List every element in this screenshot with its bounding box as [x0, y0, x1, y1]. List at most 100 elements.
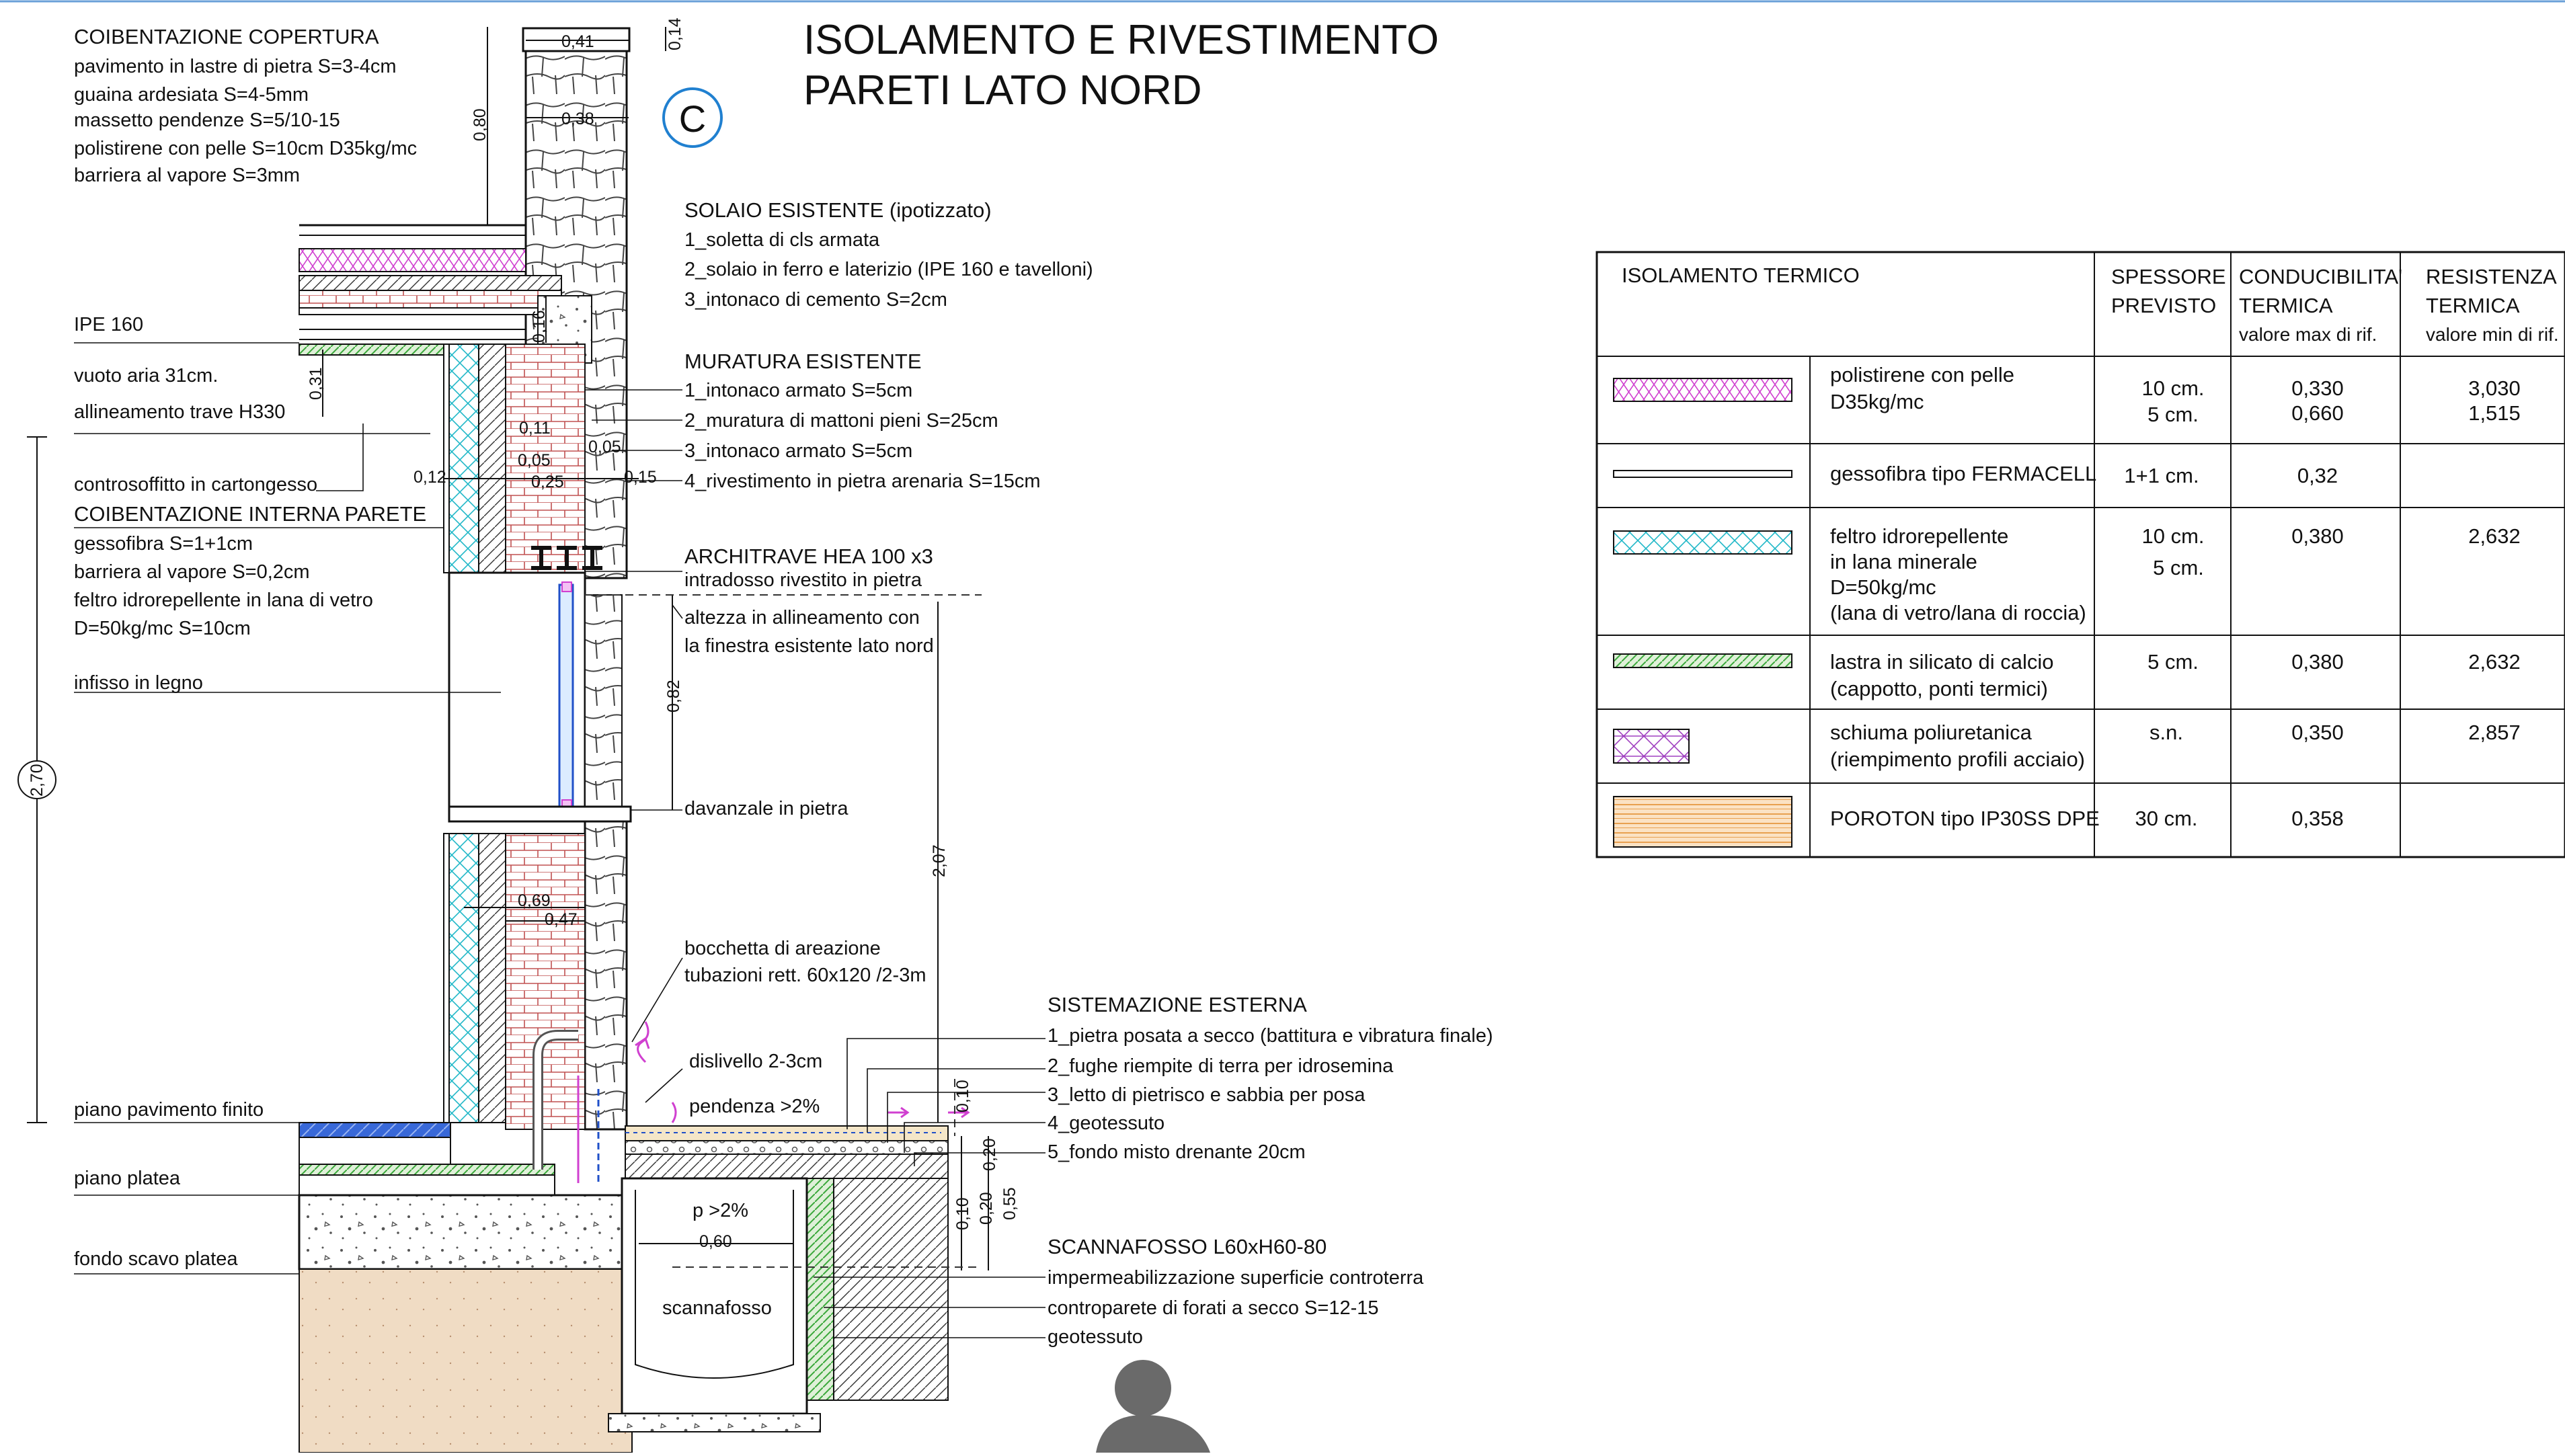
- excavation-note: fondo scavo platea: [74, 1248, 238, 1270]
- drain-note: geotessuto: [1048, 1326, 1143, 1348]
- table-cell-thickness: 5 cm.: [2147, 403, 2199, 426]
- slab-note: 3_intonaco di cemento S=2cm: [684, 289, 947, 311]
- dim-text: 0,10: [953, 1080, 972, 1113]
- floor-build-up: [298, 1030, 633, 1453]
- exterior-note: 3_letto di pietrisco e sabbia per posa: [1048, 1084, 1366, 1106]
- title-line-1: ISOLAMENTO E RIVESTIMENTO: [803, 17, 1439, 63]
- beam-alignment-note: allineamento trave H330: [74, 401, 285, 423]
- table-cell-material: (riempimento profili acciaio): [1830, 747, 2085, 771]
- stone-reveal: [584, 594, 623, 811]
- wall-note: D=50kg/mc S=10cm: [74, 618, 251, 639]
- table-cell-resistance: 2,632: [2468, 524, 2521, 548]
- dim-text: 2,70: [28, 764, 46, 797]
- table-cell-material: (lana di vetro/lana di roccia): [1830, 601, 2086, 624]
- table-cell-material: D35kg/mc: [1830, 390, 1924, 413]
- dim-text: 0,15: [624, 468, 657, 487]
- wall-note: feltro idrorepellente in lana di vetro: [74, 590, 373, 611]
- drain-note: impermeabilizzazione superficie controte…: [1048, 1267, 1424, 1289]
- dim-text: 0,14: [666, 17, 684, 50]
- roof-slab-tiles: [299, 290, 562, 309]
- wall-mineral-wool-lower: [448, 833, 479, 1123]
- table-cell-material: POROTON tipo IP30SS DPE: [1830, 807, 2100, 830]
- scannafosso-channel: [621, 1177, 808, 1415]
- table-cell-material: gessofibra tipo FERMACELL: [1830, 462, 2096, 485]
- lintel-note: intradosso rivestito in pietra: [684, 569, 922, 591]
- left-notes: COIBENTAZIONE COPERTURA pavimento in las…: [74, 25, 426, 1270]
- section-marker: [662, 87, 723, 148]
- masonry-notes-title: MURATURA ESISTENTE: [684, 350, 922, 373]
- air-gap-note: vuoto aria 31cm.: [74, 365, 218, 387]
- wall-section: [298, 27, 1210, 1453]
- roof-note: massetto pendenze S=5/10-15: [74, 110, 340, 131]
- dim-text: 0,47: [545, 910, 578, 929]
- exterior-works: [608, 1125, 949, 1432]
- height-note: la finestra esistente lato nord: [684, 635, 934, 657]
- dim-text: 0,25: [531, 473, 564, 491]
- hea-lintels: [531, 546, 602, 570]
- swatch-calcium-silicate: [1613, 653, 1792, 668]
- vent-note: bocchetta di areazione: [684, 938, 881, 959]
- table-cell-material: feltro idrorepellente: [1830, 524, 2008, 548]
- slab-notes-title: SOLAIO ESISTENTE (ipotizzato): [684, 198, 992, 222]
- dim-text: 0,05: [588, 438, 621, 456]
- roof-notes-title: COIBENTAZIONE COPERTURA: [74, 25, 379, 48]
- swatch-polystyrene: [1613, 378, 1792, 402]
- drain-notes-title: SCANNAFOSSO L60xH60-80: [1048, 1235, 1327, 1258]
- table-cell-resistance: 1,515: [2468, 401, 2521, 425]
- finished-floor-note: piano pavimento finito: [74, 1099, 264, 1121]
- table-cell-conductivity: 0,330: [2291, 376, 2344, 400]
- height-note: altezza in allineamento con: [684, 607, 920, 629]
- section-marker-label: C: [679, 97, 706, 140]
- dim-text: 0,16: [530, 310, 549, 343]
- table-cell-conductivity: 0,358: [2291, 807, 2344, 830]
- table-header-material: ISOLAMENTO TERMICO: [1622, 264, 1860, 287]
- foundation-slab: [298, 1194, 633, 1270]
- window-opening: [448, 571, 632, 823]
- masonry-note: 3_intonaco armato S=5cm: [684, 440, 912, 462]
- swatch-mineral-wool: [1613, 530, 1792, 555]
- drain-slope-label: p >2%: [693, 1200, 748, 1221]
- dim-text: 0,55: [1000, 1187, 1019, 1220]
- roof-polystyrene: [299, 248, 526, 272]
- table-cell-thickness: 30 cm.: [2135, 807, 2197, 830]
- slab-note: 2_solaio in ferro e laterizio (IPE 160 e…: [684, 259, 1093, 280]
- stone-sill: [448, 805, 632, 823]
- table-cell-conductivity: 0,350: [2291, 721, 2344, 744]
- table-cell-material: (cappotto, ponti termici): [1830, 677, 2048, 700]
- masonry-note: 4_rivestimento in pietra arenaria S=15cm: [684, 471, 1041, 492]
- table-cell-thickness: 5 cm.: [2153, 556, 2204, 579]
- sill-note: davanzale in pietra: [684, 798, 849, 819]
- masonry-note: 1_intonaco armato S=5cm: [684, 380, 912, 401]
- wall-notes-title: COIBENTAZIONE INTERNA PARETE: [74, 502, 426, 526]
- table-cell-material: lastra in silicato di calcio: [1830, 650, 2054, 674]
- swatch-gypsum-fiber: [1613, 470, 1792, 478]
- dimension-lines: [17, 27, 1045, 1338]
- exterior-note: 5_fondo misto drenante 20cm: [1048, 1141, 1306, 1163]
- table-header-resistance: RESISTENZA: [2426, 265, 2557, 288]
- window-frame-note: infisso in legno: [74, 672, 203, 694]
- dim-text: 0,82: [664, 680, 683, 713]
- roof-note: barriera al vapore S=3mm: [74, 165, 300, 186]
- wall-gypsum-upper: [443, 343, 450, 573]
- wall-note: barriera al vapore S=0,2cm: [74, 561, 310, 583]
- dim-text: 0,10: [953, 1197, 972, 1230]
- dim-text: 0,60: [699, 1232, 732, 1251]
- dim-text: 0,41: [561, 32, 594, 51]
- swatch-poroton: [1613, 796, 1792, 848]
- dim-text: 0,38: [561, 110, 594, 128]
- exterior-note: 4_geotessuto: [1048, 1113, 1165, 1134]
- masonry-note: 2_muratura di mattoni pieni S=25cm: [684, 410, 998, 432]
- dim-text: 0,20: [980, 1138, 999, 1171]
- title-line-2: PARETI LATO NORD: [803, 67, 1202, 114]
- slab-level-note: piano platea: [74, 1168, 181, 1189]
- dim-text: 0,20: [977, 1192, 996, 1225]
- dim-text: 0,69: [518, 891, 551, 910]
- table-cell-thickness: s.n.: [2149, 721, 2183, 744]
- subgrade-soil: [299, 1268, 633, 1453]
- table-cell-conductivity: 0,32: [2297, 464, 2338, 487]
- wall-brick-lower: [505, 833, 586, 1130]
- table-cell-material: schiuma poliuretanica: [1830, 721, 2033, 744]
- dim-text: 2,07: [930, 844, 949, 877]
- table-cell-resistance: 3,030: [2468, 376, 2521, 400]
